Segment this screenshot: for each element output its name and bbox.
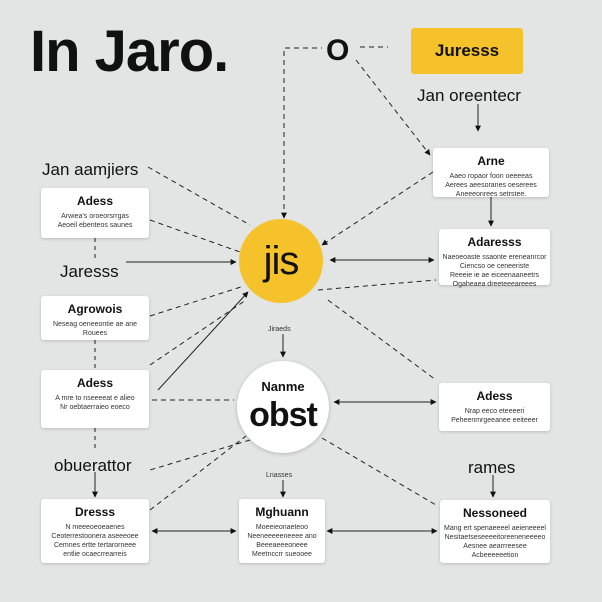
edge-label-js (147, 166, 251, 226)
edge-diag-5 (317, 279, 437, 291)
card-title: Dresss (74, 505, 116, 519)
edge-diag-2 (149, 435, 247, 511)
card-line: Beeeaeeeoneee (256, 542, 308, 549)
card-title: Agrowois (67, 302, 123, 316)
card-title: Adess (76, 376, 114, 390)
card-line: Aerees aeesoranes oeserees (445, 182, 537, 189)
card-line: Reeeie ie ae eiceenaaneetrs (449, 272, 540, 279)
card-line: Naeoeoaste ssaonte ereneanrcor (442, 254, 547, 261)
edge-arne-js (321, 171, 434, 246)
card-r4[interactable]: Nessoneed Mang ert spenaeeeel aeieneeeel… (440, 500, 550, 563)
card-line: Cemnes ertte tertarorneee (53, 542, 137, 549)
edge-diag-1 (149, 299, 247, 366)
tiny-label-js: Jiraeds (268, 326, 291, 333)
edge-adess1-js (149, 219, 241, 253)
card-line: Ciencso oe ceneeriste (459, 263, 530, 270)
card-line: Acbeeeeeetion (471, 552, 519, 559)
card-line: Nrap eeco eteeeeri (464, 408, 525, 415)
label-left-low: obuerattor (54, 456, 132, 475)
label-top-right: Jan oreentecr (417, 86, 521, 105)
edge-js-top (281, 47, 322, 219)
tiny-label-obst: Lnasses (266, 472, 293, 479)
card-line: Rouees (82, 330, 108, 337)
label-left-top: Jan aamjiers (42, 160, 139, 179)
label-left-mid: Jaresss (60, 262, 119, 281)
card-line: A mre to nseeeeat e alieo (55, 395, 135, 402)
card-title: Arne (477, 154, 505, 168)
node-js[interactable]: jis (239, 219, 323, 303)
card-line: Aneeeonrees setrstee. (455, 191, 527, 198)
card-line: Neeneeeeeneeee ano (247, 533, 317, 540)
card-line: Ceoterrestoonera aseeeoee (51, 533, 139, 540)
edge-adess3-js (157, 291, 249, 391)
card-line: Mang ert spenaeeeel aeieneeeel (444, 525, 546, 532)
card-title: Adess (476, 389, 513, 403)
card-m1[interactable]: Mghuann Moeeieonaeteoo Neeneeeeeneeee an… (239, 499, 325, 563)
card-line: N meeeoeoeaenes (65, 524, 125, 531)
node-obst-big: obst (249, 396, 318, 434)
edge-diag-4 (321, 437, 437, 506)
card-title: Nessoneed (462, 506, 528, 520)
card-line: Aeoeil ebenteos saunes (57, 222, 133, 229)
card-line: Arwiea's oroeorsrrgas (61, 213, 129, 220)
card-l4[interactable]: Dresss N meeeoeoeaenes Ceoterrestoonera … (41, 499, 149, 563)
card-l2[interactable]: Agrowois Neseag oeneeontie ae ane Rouees (41, 296, 149, 340)
card-line: Peheenmrgeeanee eeiteeer (451, 417, 538, 424)
card-title: Adaresss (467, 235, 522, 249)
edge-agrowois-js (149, 285, 245, 317)
card-line: Nr oebtaerraieo eoeco (60, 404, 130, 411)
card-title: Mghuann (255, 505, 309, 519)
card-line: Nesitaetseseeeeitoreeneneeeeo (444, 534, 546, 541)
card-r1[interactable]: Arne Aaeo ropaor foon oeeeeas Aerees aee… (433, 148, 549, 198)
page-title: In Jaro. (30, 19, 229, 84)
edge-diag-6 (149, 439, 251, 471)
card-line: entlie ocaecrrearreis (63, 551, 127, 558)
edge-diag-3 (327, 299, 437, 381)
card-l3[interactable]: Adess A mre to nseeeeat e alieo Nr oebta… (41, 370, 149, 428)
card-line: Ogaheaea dreeteeeareees (452, 281, 537, 288)
node-obst-small: Nanme (261, 379, 305, 394)
node-obst[interactable]: Nanme obst (237, 361, 329, 453)
top-mark: O (326, 34, 350, 67)
card-l1[interactable]: Adess Arwiea's oroeorsrrgas Aeoeil ebent… (41, 188, 149, 238)
card-line: Aaeo ropaor foon oeeeeas (449, 173, 533, 180)
card-line: Moeeieonaeteoo (255, 524, 309, 531)
card-r3[interactable]: Adess Nrap eeco eteeeeri Peheenmrgeeanee… (439, 383, 550, 431)
card-title: Adess (76, 194, 114, 208)
card-r2[interactable]: Adaresss Naeoeoaste ssaonte ereneanrcor … (439, 229, 550, 288)
card-line: Meetnccrr sueooee (252, 551, 312, 558)
top-button[interactable]: Juresss (411, 28, 523, 74)
card-line: Neseag oeneeontie ae ane (52, 321, 138, 328)
edge-o-arne (355, 59, 431, 156)
card-line: Aesnee aearrreesee (463, 543, 527, 550)
label-right-low: rames (468, 458, 516, 477)
